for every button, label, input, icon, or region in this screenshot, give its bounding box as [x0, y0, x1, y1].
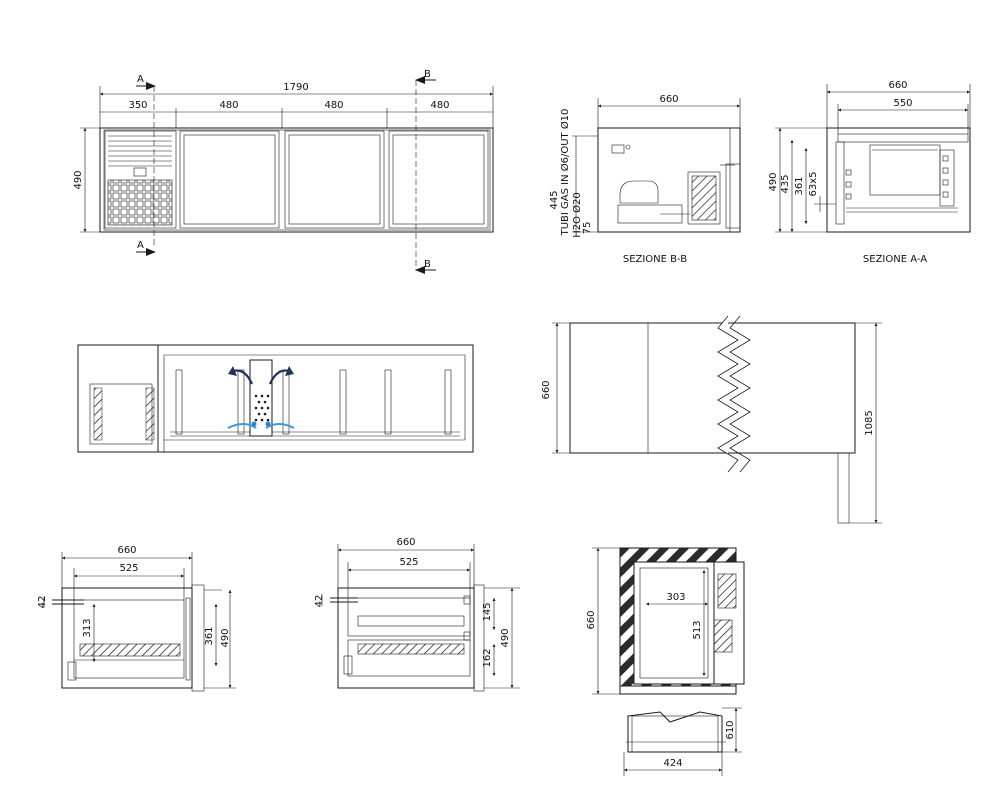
arrow-icon: [146, 248, 156, 256]
detail-h610-label: 610: [725, 720, 736, 739]
internal-layout-view: [77, 344, 474, 453]
width-350-label: 350: [128, 100, 147, 111]
aa-h490-label: 490: [768, 172, 779, 191]
caption-section-aa: SEZIONE A-A: [863, 254, 927, 265]
dv1-h490-label: 490: [220, 628, 231, 647]
top-outline: [569, 322, 856, 454]
door-1: [179, 130, 280, 229]
front-view: 1790 350 480 480 480 490 A A B B: [73, 69, 494, 274]
arrow-icon: [415, 76, 425, 84]
drawer1-outline: [61, 587, 193, 689]
dv1-w660-label: 660: [117, 545, 136, 556]
dv2-h145-label: 145: [482, 602, 493, 621]
bb-width-label: 660: [659, 94, 678, 105]
front-grille: [107, 179, 173, 226]
bb-drain-height-label: 75: [582, 222, 593, 235]
door-3: [388, 130, 489, 229]
detail-h513-label: 513: [692, 620, 703, 639]
air-duct: [249, 359, 273, 437]
bb-pipe-label: TUBI GAS IN Ø6/OUT Ø10: [559, 109, 571, 237]
dv1-w525-label: 525: [119, 563, 138, 574]
overall-width-label: 1790: [283, 82, 308, 93]
aa-width-inner-label: 550: [893, 98, 912, 109]
detail-w424-label: 424: [663, 758, 682, 769]
dv2-h162-label: 162: [482, 648, 493, 667]
width-480-label-1: 480: [219, 100, 238, 111]
width-480-label-2: 480: [324, 100, 343, 111]
detail-w303-label: 303: [666, 592, 685, 603]
detail-view: 660 303 513 610 424: [586, 547, 745, 776]
section-aa-outline: [826, 127, 971, 233]
drawer1-grid: [79, 643, 181, 657]
height-490-label: 490: [73, 170, 84, 189]
shelf-uprights: [175, 369, 452, 435]
dv1-h313-label: 313: [82, 618, 93, 637]
aa-h435-label: 435: [780, 174, 791, 193]
drawer2-outline: [337, 587, 475, 689]
drawer-view-2: 660 525 42 145 162 490: [314, 537, 520, 692]
section-aa-view: 660 550 490 435 361 63x5 SEZIONE A-A: [768, 80, 971, 265]
aa-width-outer-label: 660: [888, 80, 907, 91]
arrow-icon: [146, 82, 156, 90]
section-a-top: A: [137, 74, 144, 85]
bb-drain-label: H2O Ø20: [571, 192, 583, 238]
dv1-h42-label: 42: [37, 596, 48, 609]
shelf-rails: [845, 155, 949, 200]
dv2-w660-label: 660: [396, 537, 415, 548]
section-b-top: B: [424, 69, 431, 80]
aa-h361-label: 361: [794, 176, 805, 195]
dv2-w525-label: 525: [399, 557, 418, 568]
section-b-bottom: B: [424, 259, 431, 270]
top-view: 660 1085: [541, 315, 882, 524]
break-line: [717, 315, 739, 473]
compressor-unit: [617, 163, 741, 229]
aa-grid-label: 63x5: [808, 171, 819, 196]
arrow-icon: [415, 266, 425, 274]
door-2: [284, 130, 385, 229]
drawer-view-1: 660 525 42 313 361 490: [37, 545, 236, 692]
airflow-return-icon: [227, 423, 257, 429]
drawer2-grid: [357, 643, 465, 655]
top-height-label: 1085: [864, 410, 875, 435]
top-leg: [837, 452, 850, 524]
duct-holes: [254, 394, 270, 422]
lower-drawer: [627, 711, 723, 753]
detail-h660-label: 660: [586, 610, 597, 629]
bb-height-label: 445: [549, 190, 560, 209]
section-a-bottom: A: [137, 240, 144, 251]
fan-slats: [717, 573, 737, 609]
section-bb-outline: [597, 127, 741, 233]
top-depth-label: 660: [541, 380, 552, 399]
width-480-label-3: 480: [430, 100, 449, 111]
internal-outline: [77, 344, 474, 453]
airflow-return-icon: [265, 423, 295, 429]
dv2-h42-label: 42: [314, 595, 325, 608]
caption-section-bb: SEZIONE B-B: [623, 254, 687, 265]
vent-louvers: [108, 135, 172, 177]
dv1-h361-label: 361: [204, 626, 215, 645]
compressor-panel: [104, 130, 177, 229]
section-bb-view: 660 445 TUBI GAS IN Ø6/OUT Ø10 H2O Ø20 7…: [549, 94, 741, 265]
dv2-h490-label: 490: [500, 628, 511, 647]
